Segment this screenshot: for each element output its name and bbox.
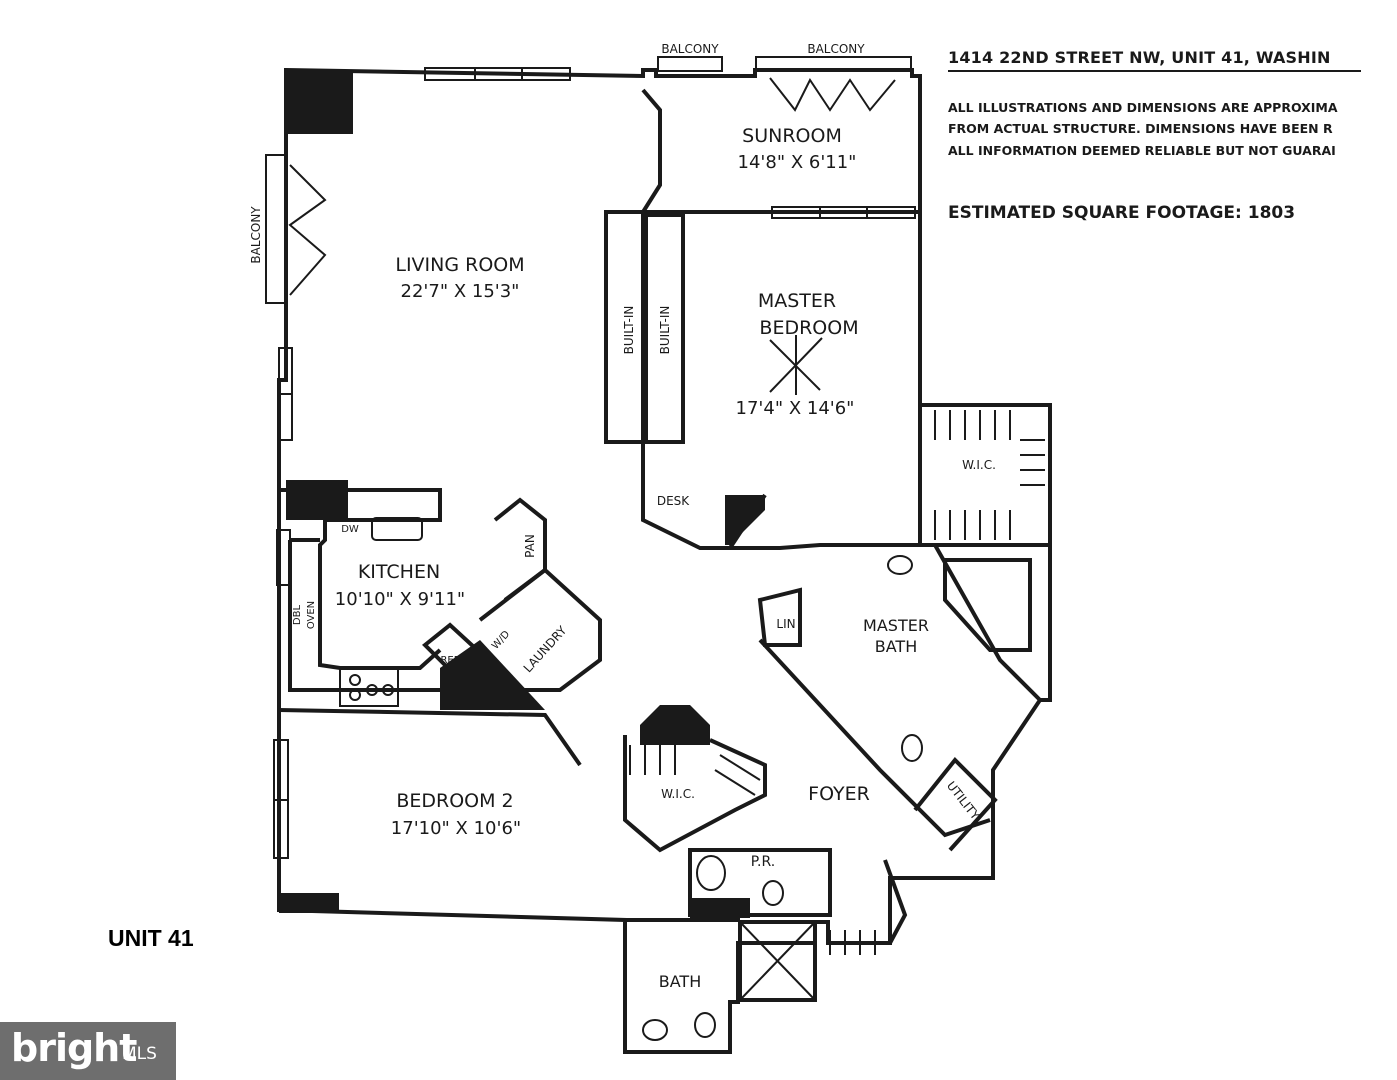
balcony-side-rect xyxy=(265,154,287,304)
disclaimer-line-2: FROM ACTUAL STRUCTURE. DIMENSIONS HAVE B… xyxy=(948,121,1333,136)
foyer-wall xyxy=(883,859,908,944)
window-top xyxy=(424,67,571,81)
property-address: 1414 22ND STREET NW, UNIT 41, WASHIN xyxy=(948,48,1331,67)
utility-label: UTILITY xyxy=(944,779,983,823)
powder-room xyxy=(688,848,832,917)
wic2-shelving xyxy=(629,745,876,955)
cooktop xyxy=(339,667,399,707)
sink xyxy=(371,517,423,541)
disclaimer-line-1: ALL ILLUSTRATIONS AND DIMENSIONS ARE APP… xyxy=(948,100,1338,115)
kitchen-cabinet-run xyxy=(288,538,440,692)
master-bath-label-1: MASTER xyxy=(863,616,929,635)
column-laundry xyxy=(440,640,545,710)
window-living-west xyxy=(278,347,293,441)
shower-cross xyxy=(739,921,816,1001)
bedroom-2-label: BEDROOM 2 xyxy=(396,790,513,812)
master-bedroom-south-wall xyxy=(730,405,922,550)
foyer-label: FOYER xyxy=(808,783,870,805)
balcony-top-left-label: BALCONY xyxy=(661,42,719,56)
column-nw xyxy=(286,70,353,134)
laundry-label: LAUNDRY xyxy=(521,623,570,675)
washer-dryer-label: W/D xyxy=(490,629,512,652)
balcony-top-right-label: BALCONY xyxy=(807,42,865,56)
balcony-top-left-rect xyxy=(657,56,723,72)
column-powder xyxy=(690,898,750,918)
dishwasher-label: DW xyxy=(341,524,359,535)
master-bedroom-label-1: MASTER xyxy=(758,290,836,312)
master-bedroom-label-2: BEDROOM xyxy=(759,317,858,339)
master-bath-toilet xyxy=(901,734,923,762)
master-bath-label-2: BATH xyxy=(875,637,917,656)
logo-word: bright xyxy=(11,1026,137,1070)
column-kitchen xyxy=(286,480,348,520)
bath-label: BATH xyxy=(659,972,701,991)
linen-label: LIN xyxy=(776,617,795,631)
kitchen-label: KITCHEN xyxy=(358,561,440,583)
builtin-cabinet-2 xyxy=(644,213,685,444)
ceiling-fan xyxy=(769,335,823,395)
balcony-door-swing-top xyxy=(769,77,896,112)
built-in-label-2: BUILT-IN xyxy=(658,306,672,355)
master-bath-wall xyxy=(820,543,1042,702)
builtin-cabinet-1 xyxy=(604,210,645,444)
disclaimer-line-3: ALL INFORMATION DEEMED RELIABLE BUT NOT … xyxy=(948,143,1336,158)
balcony-top-right-rect xyxy=(755,56,912,72)
bright-mls-logo: bright MLS xyxy=(0,1022,176,1080)
master-bedroom-size: 17'4" X 14'6" xyxy=(736,398,855,419)
tub xyxy=(943,558,1032,652)
utility-closet xyxy=(913,757,998,852)
linen xyxy=(757,587,802,647)
refrigerator-label: REF xyxy=(440,655,459,666)
wic-shelving xyxy=(934,410,1045,540)
column-wic2 xyxy=(640,705,710,745)
bath-toilet xyxy=(694,1012,716,1038)
built-in-label-1: BUILT-IN xyxy=(622,306,636,355)
pantry xyxy=(493,497,547,602)
column-sw xyxy=(279,893,339,913)
bath-sink xyxy=(642,1019,668,1041)
wic-master-label: W.I.C. xyxy=(962,458,996,472)
powder-toilet xyxy=(762,880,784,906)
laundry xyxy=(478,567,602,692)
living-room-label: LIVING ROOM xyxy=(395,254,524,276)
powder-sink xyxy=(696,855,726,891)
double-oven-label-2: OVEN xyxy=(306,601,317,629)
living-room-size: 22'7" X 15'3" xyxy=(401,281,520,302)
sunroom-label: SUNROOM xyxy=(742,125,842,147)
balcony-door-swing-side xyxy=(288,164,327,296)
bedroom2-north-wall xyxy=(278,708,582,767)
wic-bedroom2-label: W.I.C. xyxy=(661,787,695,801)
master-wic xyxy=(920,403,1052,547)
pantry-label: PAN xyxy=(523,534,537,558)
bedroom-2-size: 17'10" X 10'6" xyxy=(391,818,521,839)
double-oven-label-1: DBL xyxy=(292,605,303,626)
sunroom-partition xyxy=(641,88,662,214)
master-sink xyxy=(887,555,913,575)
exterior-wall xyxy=(277,67,1052,1054)
unit-label: UNIT 41 xyxy=(108,925,194,951)
window-kitchen-west xyxy=(276,529,291,586)
window-sunroom xyxy=(771,206,916,219)
window-bedroom2-west xyxy=(273,739,289,859)
kitchen-size: 10'10" X 9'11" xyxy=(335,589,465,610)
logo-suffix: MLS xyxy=(122,1044,157,1064)
column-desk xyxy=(725,495,765,545)
powder-room-label: P.R. xyxy=(751,854,775,870)
master-bath-diagonal xyxy=(758,638,991,838)
sunroom-size: 14'8" X 6'11" xyxy=(738,152,857,173)
balcony-side-label: BALCONY xyxy=(249,206,263,264)
desk-label: DESK xyxy=(657,494,690,508)
bedroom2-wic xyxy=(623,735,767,853)
square-footage: ESTIMATED SQUARE FOOTAGE: 1803 xyxy=(948,203,1296,223)
address-underline xyxy=(948,70,1361,72)
